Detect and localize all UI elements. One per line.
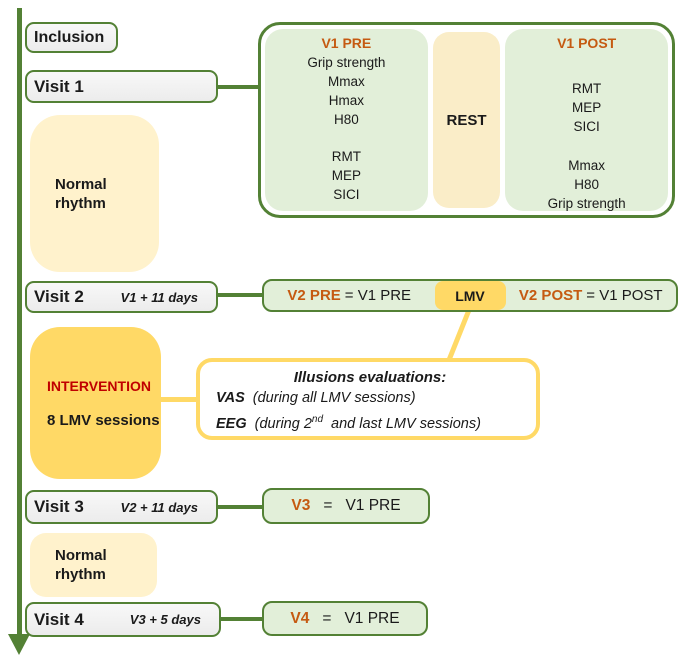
v1-pre-item: SICI xyxy=(333,187,360,202)
intervention-title: INTERVENTION xyxy=(47,377,151,394)
normal-rhythm-2-line2: rhythm xyxy=(55,566,106,583)
lmv-box: LMV xyxy=(434,281,506,310)
normal-rhythm-2-line1: Normal xyxy=(55,547,107,564)
visit3-box: Visit 3 V2 + 11 days xyxy=(25,490,218,524)
visit1-results-box: V1 PRE Grip strength Mmax Hmax H80 RMT M… xyxy=(258,22,675,218)
visit2-box: Visit 2 V1 + 11 days xyxy=(25,281,218,313)
v4-label: V4 xyxy=(290,609,310,627)
connector-visit1 xyxy=(216,85,260,89)
eeg-label: EEG xyxy=(216,415,247,432)
lmv-label: LMV xyxy=(455,287,485,304)
illusions-title: Illusions evaluations: xyxy=(293,369,447,386)
visit3-timing: V2 + 11 days xyxy=(120,499,198,515)
v1-post-item: SICI xyxy=(573,119,600,134)
v1-post-item: Grip strength xyxy=(547,196,626,211)
v2-post-value: = V1 POST xyxy=(586,287,663,304)
v4-value: V1 PRE xyxy=(344,609,400,627)
v1-pre-item: Mmax xyxy=(327,74,365,89)
v1-pre-item: MEP xyxy=(331,168,361,183)
v1-post-item: H80 xyxy=(574,177,600,192)
v1-post-title: V1 POST xyxy=(557,35,617,51)
normal-rhythm-1-line1: Normal xyxy=(55,175,107,193)
illusions-callout-box: Illusions evaluations: VAS (during all L… xyxy=(196,358,540,440)
v1-pre-item: Hmax xyxy=(328,93,364,108)
v4-equals: = xyxy=(322,609,332,627)
v1-post-item: RMT xyxy=(572,81,602,96)
visit2-label: Visit 2 xyxy=(34,287,84,306)
normal-rhythm-1-text: Normal rhythm xyxy=(30,175,107,213)
timeline-arrowhead-icon xyxy=(8,634,30,655)
v1-pre-title: V1 PRE xyxy=(321,35,372,51)
spacer xyxy=(505,136,668,156)
inclusion-box: Inclusion xyxy=(25,22,118,53)
v2-pre-value: = V1 PRE xyxy=(344,287,412,304)
inclusion-label: Inclusion xyxy=(34,28,105,46)
illusions-eeg-line: EEG (during 2nd and last LMV sessions) xyxy=(216,409,524,435)
connector-visit4 xyxy=(218,617,264,621)
visit3-results-box: V3 = V1 PRE xyxy=(262,488,430,524)
v1-pre-item: Grip strength xyxy=(307,55,386,70)
connector-visit2 xyxy=(216,293,264,297)
v1-post-item: Mmax xyxy=(568,158,606,173)
v1-post-item: MEP xyxy=(572,100,602,115)
v1-pre-item: H80 xyxy=(333,112,359,127)
rest-panel: REST xyxy=(432,32,501,208)
timeline-line xyxy=(17,8,22,636)
normal-rhythm-1-line2: rhythm xyxy=(55,194,106,212)
intervention-callout-line xyxy=(158,397,198,402)
v2-pre-section: V2 PRE = V1 PRE xyxy=(264,281,435,310)
connector-visit3 xyxy=(216,505,264,509)
v3-value: V1 PRE xyxy=(345,497,401,514)
eeg-text-start: (during 2 xyxy=(254,415,312,432)
intervention-subtitle: 8 LMV sessions xyxy=(47,411,160,429)
vas-text: (during all LMV sessions) xyxy=(252,390,416,406)
visit1-label: Visit 1 xyxy=(34,76,84,96)
v2-post-label: V2 POST xyxy=(518,287,583,304)
v3-label: V3 xyxy=(291,497,311,514)
rest-label: REST xyxy=(446,111,487,129)
visit1-box: Visit 1 xyxy=(25,70,218,103)
v2-pre-label: V2 PRE xyxy=(287,287,341,304)
visit3-label: Visit 3 xyxy=(34,497,84,516)
normal-rhythm-2-box: Normal rhythm xyxy=(30,533,157,597)
eeg-text-end: and last LMV sessions) xyxy=(331,415,481,432)
eeg-ordinal-sup: nd xyxy=(311,414,324,425)
visit4-box: Visit 4 V3 + 5 days xyxy=(25,602,221,637)
spacer xyxy=(265,129,428,147)
normal-rhythm-1-box: Normal rhythm xyxy=(30,115,159,272)
v3-equals: = xyxy=(323,497,333,514)
visit4-label: Visit 4 xyxy=(34,609,84,629)
illusions-vas-line: VAS (during all LMV sessions) xyxy=(216,388,524,409)
visit4-results-box: V4 = V1 PRE xyxy=(262,601,428,636)
v2-post-section: V2 POST = V1 POST xyxy=(506,281,677,310)
v1-pre-item: RMT xyxy=(331,149,361,164)
intervention-box: INTERVENTION 8 LMV sessions xyxy=(30,327,161,479)
vas-label: VAS xyxy=(216,390,245,406)
visit2-timing: V1 + 11 days xyxy=(120,289,198,305)
v1-post-panel: V1 POST RMT MEP SICI Mmax H80 Grip stren… xyxy=(505,29,668,211)
v1-pre-panel: V1 PRE Grip strength Mmax Hmax H80 RMT M… xyxy=(265,29,428,211)
spacer xyxy=(505,53,668,79)
normal-rhythm-2-text: Normal rhythm xyxy=(30,546,107,584)
visit2-results-box: V2 PRE = V1 PRE LMV V2 POST = V1 POST xyxy=(262,279,678,312)
visit4-timing: V3 + 5 days xyxy=(129,612,201,627)
